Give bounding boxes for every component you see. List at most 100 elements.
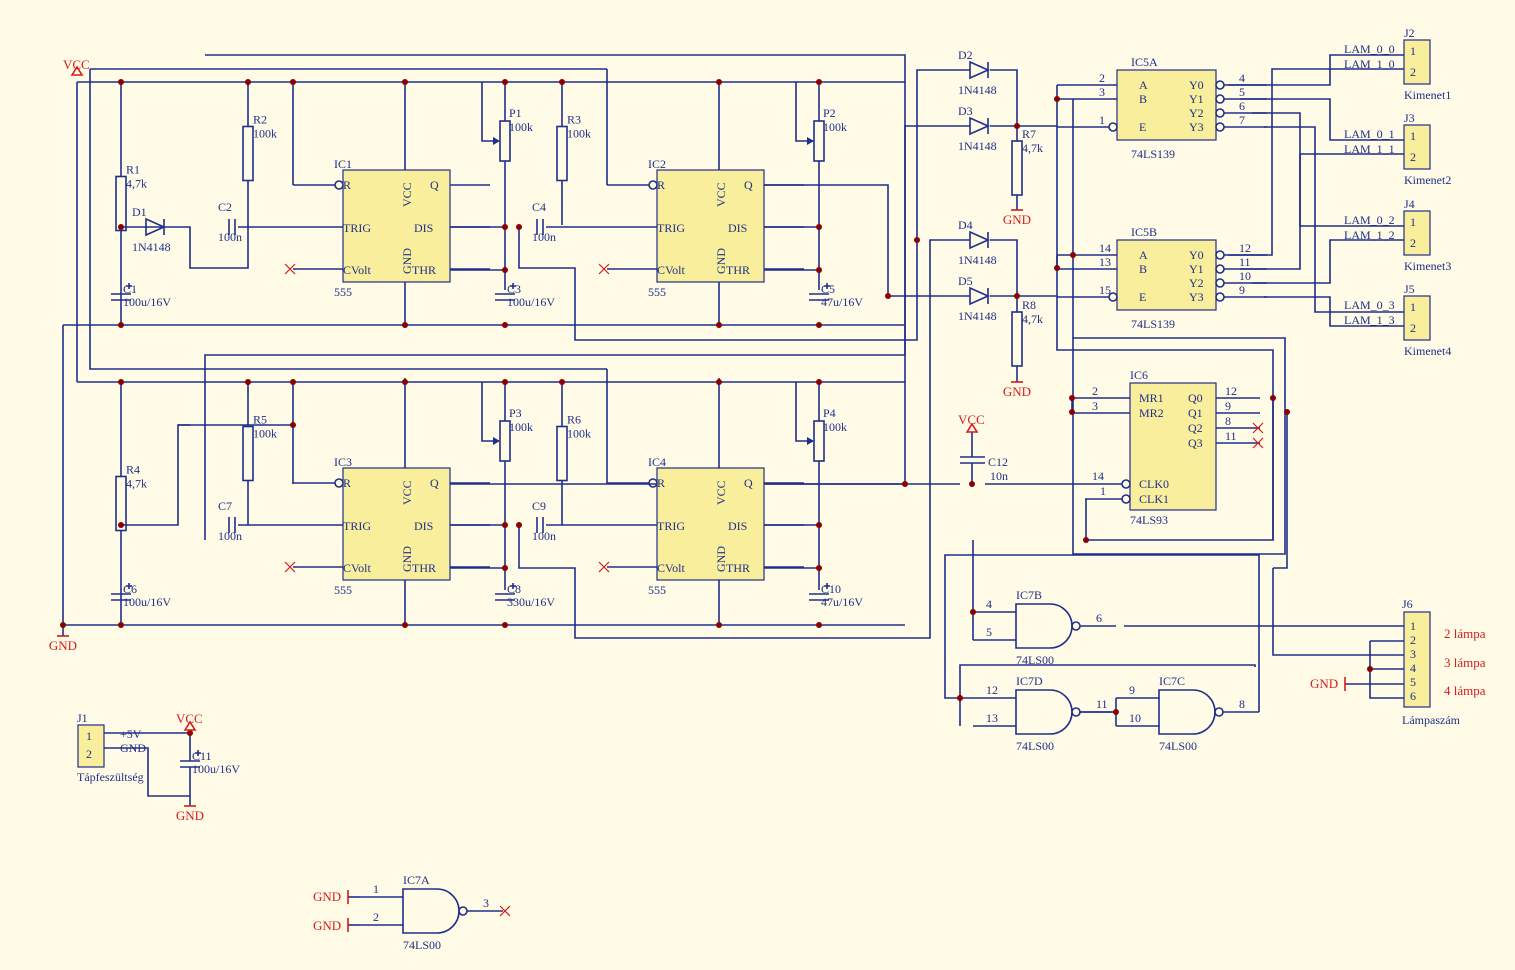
pot-name: P2 [823, 106, 836, 120]
pin-bubble [1215, 94, 1225, 104]
pin-label: Y0 [1189, 248, 1204, 262]
pin-label: R [657, 178, 665, 192]
pin-bubble [1121, 479, 1131, 489]
gate-name: IC7D [1016, 674, 1043, 688]
junction-dot [118, 522, 124, 528]
capacitor-value: 100u/16V [123, 595, 171, 609]
diode-value: 1N4148 [132, 240, 171, 254]
gnd-label: GND [1310, 676, 1338, 691]
junction-dot [816, 79, 822, 85]
pin-number: 13 [1099, 255, 1111, 269]
wire [1228, 68, 1404, 256]
junction-dot [290, 379, 296, 385]
capacitor [228, 517, 236, 533]
gnd-label: GND [313, 918, 341, 933]
nand-gate [1015, 689, 1073, 735]
pin-number: 3 [483, 896, 489, 910]
wire [1072, 99, 1286, 555]
pin-number: 6 [1096, 611, 1102, 625]
pot-value: 100k [823, 120, 847, 134]
gate-part: 74LS00 [1016, 739, 1054, 753]
pin-label: Q [430, 476, 439, 490]
pin-bubble [648, 478, 658, 488]
pin-number: 10 [1239, 269, 1251, 283]
resistor [115, 475, 127, 532]
capacitor [495, 593, 515, 601]
resistor-value: 100k [253, 427, 277, 441]
junction-dot [516, 224, 522, 230]
gate-part: 74LS00 [1016, 653, 1054, 667]
gnd-label: GND [1003, 212, 1031, 227]
pin-bubble [334, 478, 344, 488]
junction-dot [1069, 409, 1075, 415]
pin-label: TRIG [657, 221, 685, 235]
pin-number: 1 [1099, 113, 1105, 127]
junction-dot [502, 565, 508, 571]
junction-dot [716, 79, 722, 85]
pin-number: 1 [1410, 129, 1416, 143]
capacitor-name: C10 [821, 582, 841, 596]
junction-dot [816, 322, 822, 328]
junction-dot [502, 379, 508, 385]
pin-label: E [1139, 290, 1146, 304]
ic-74ls139-body [1116, 239, 1217, 311]
net-label: LAM_1_0 [1344, 57, 1395, 71]
nand-gate [1015, 603, 1073, 649]
pin-label: Y2 [1189, 276, 1204, 290]
pin-label-gnd: GND [400, 546, 414, 572]
capacitor-value: 10n [990, 469, 1008, 483]
no-connect-mark [598, 561, 610, 573]
nand-gate [402, 888, 460, 934]
capacitor-name: C6 [123, 582, 137, 596]
vcc-symbol [965, 422, 979, 433]
pin-number: 5 [1239, 85, 1245, 99]
wire [1272, 568, 1404, 656]
polarity-plus [195, 750, 201, 756]
pin-number: 7 [1239, 113, 1245, 127]
resistor [556, 125, 568, 182]
capacitor-name: C1 [123, 282, 137, 296]
pin-number: 14 [1092, 469, 1104, 483]
capacitor [809, 593, 829, 601]
wire [1264, 296, 1404, 327]
polarity-plus [510, 583, 516, 589]
ic-part: 555 [648, 285, 666, 299]
resistor-name: R3 [567, 113, 581, 127]
connector-J4 [1403, 210, 1431, 256]
capacitor [809, 293, 829, 301]
resistor [242, 425, 254, 482]
pin-label: B [1139, 262, 1147, 276]
capacitor-value: 100n [218, 230, 242, 244]
capacitor-value: 100u/16V [192, 762, 240, 776]
pin-label: Q0 [1188, 391, 1203, 405]
gate-name: IC7A [403, 873, 430, 887]
pin-number: 12 [986, 683, 998, 697]
junction-dot [816, 565, 822, 571]
junction-dot [502, 622, 508, 628]
pin-label: CLK0 [1139, 477, 1169, 491]
pin-label: TRIG [343, 221, 371, 235]
pin-label: THR [412, 561, 436, 575]
junction-dot [1014, 293, 1020, 299]
junction-dot [245, 79, 251, 85]
j6-note: 4 lámpa [1444, 683, 1486, 698]
pin-label: Q [744, 476, 753, 490]
pin-bubble [648, 180, 658, 190]
connector-name: J2 [1404, 26, 1415, 40]
gnd-label: GND [313, 889, 341, 904]
wire [1264, 126, 1404, 313]
pin-number: 2 [86, 747, 92, 761]
pin-label: E [1139, 120, 1146, 134]
pin-label: DIS [414, 221, 433, 235]
connector-caption: Kimenet4 [1404, 344, 1451, 358]
pot-name: P4 [823, 406, 836, 420]
connector-caption: Tápfeszültség [77, 770, 144, 784]
pin-number: 11 [1096, 697, 1108, 711]
pin-bubble [1215, 122, 1225, 132]
ic-555-body [656, 467, 765, 581]
resistor-name: R6 [567, 413, 581, 427]
pin-number: 1 [86, 729, 92, 743]
gnd-label: GND [1003, 384, 1031, 399]
junction-dot [402, 379, 408, 385]
junction-dot [118, 622, 124, 628]
